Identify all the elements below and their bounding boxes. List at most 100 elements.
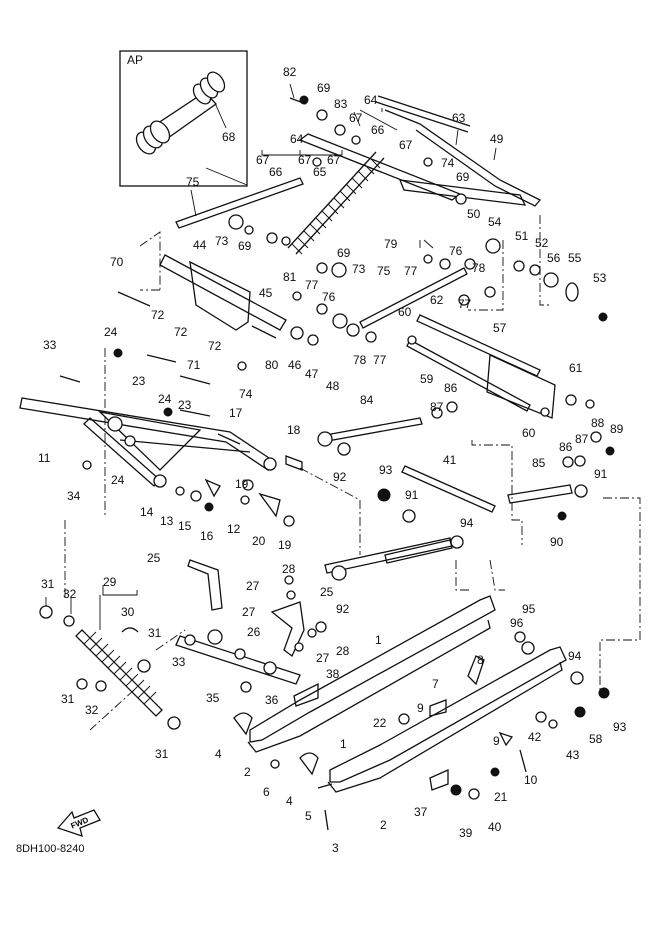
callout-30: 30	[121, 605, 135, 619]
callout-60b: 60	[522, 426, 536, 440]
callout-91a: 91	[405, 488, 419, 502]
callout-74b: 74	[239, 387, 253, 401]
callout-87b: 87	[575, 432, 589, 446]
callout-74a: 74	[441, 156, 455, 170]
callout-86b: 86	[559, 440, 573, 454]
callout-77a: 77	[404, 264, 418, 278]
callout-10: 10	[524, 773, 538, 787]
callout-1b: 1	[340, 737, 347, 751]
callout-94b: 94	[568, 649, 582, 663]
callout-37: 37	[414, 805, 428, 819]
callout-24a: 24	[104, 325, 118, 339]
callout-2b: 2	[380, 818, 387, 832]
callout-71: 71	[187, 358, 201, 372]
callout-69d: 69	[337, 246, 351, 260]
callout-24b: 24	[158, 392, 172, 406]
callout-9a: 9	[417, 701, 424, 715]
callout-43: 43	[566, 748, 580, 762]
callout-89: 89	[610, 422, 624, 436]
callout-22: 22	[373, 716, 387, 730]
callout-41: 41	[443, 453, 457, 467]
callout-46: 46	[288, 358, 302, 372]
callout-84: 84	[360, 393, 374, 407]
callout-90: 90	[550, 535, 564, 549]
callout-77c: 77	[458, 297, 472, 311]
callout-9b: 9	[493, 734, 500, 748]
callout-79: 79	[384, 237, 398, 251]
callout-40: 40	[488, 820, 502, 834]
callout-24c: 24	[111, 473, 125, 487]
callout-50: 50	[467, 207, 481, 221]
callout-76a: 76	[449, 244, 463, 258]
callout-57: 57	[493, 321, 507, 335]
callout-26: 26	[247, 625, 261, 639]
callout-16: 16	[200, 529, 214, 543]
callout-61: 61	[569, 361, 583, 375]
callout-52: 52	[535, 236, 549, 250]
callout-31a: 31	[41, 577, 55, 591]
diagram-code: 8DH100-8240	[16, 843, 85, 855]
callout-67b: 67	[399, 138, 413, 152]
callout-78a: 78	[472, 261, 486, 275]
callout-39: 39	[459, 826, 473, 840]
callout-29: 29	[103, 575, 117, 589]
callout-64b: 64	[290, 132, 304, 146]
callout-20: 20	[252, 534, 266, 548]
callout-70: 70	[110, 255, 124, 269]
callout-4a: 4	[215, 747, 222, 761]
inset-ap: AP 68	[119, 50, 248, 187]
callout-80: 80	[265, 358, 279, 372]
callout-44: 44	[193, 238, 207, 252]
leader-lines	[45, 83, 497, 630]
callout-31c: 31	[61, 692, 75, 706]
callout-77b: 77	[305, 278, 319, 292]
slide-rails	[233, 595, 610, 831]
callout-36: 36	[265, 693, 279, 707]
callout-64a: 64	[364, 93, 378, 107]
callout-15: 15	[178, 519, 192, 533]
callout-27c: 27	[316, 651, 330, 665]
callout-18: 18	[287, 423, 301, 437]
callout-75a: 75	[186, 175, 200, 189]
callout-6: 6	[263, 785, 270, 799]
callout-5: 5	[305, 809, 312, 823]
callout-67c: 67	[256, 153, 270, 167]
lower-mid-parts	[175, 399, 615, 693]
callout-92a: 92	[333, 470, 347, 484]
callout-3: 3	[332, 841, 339, 855]
callout-75b: 75	[377, 264, 391, 278]
boundary-lines	[64, 215, 641, 731]
callout-95: 95	[522, 602, 536, 616]
callout-19a: 19	[235, 477, 249, 491]
callout-2a: 2	[244, 765, 251, 779]
callout-65: 65	[313, 165, 327, 179]
callout-23a: 23	[132, 374, 146, 388]
fwd-arrow: FWD	[56, 809, 101, 837]
callout-82: 82	[283, 65, 297, 79]
callout-28b: 28	[336, 644, 350, 658]
callout-73a: 73	[215, 234, 229, 248]
callout-48: 48	[326, 379, 340, 393]
callout-47: 47	[305, 367, 319, 381]
callout-45: 45	[259, 286, 273, 300]
callout-28a: 28	[282, 562, 296, 576]
callout-32b: 32	[85, 703, 99, 717]
callout-73b: 73	[352, 262, 366, 276]
callout-4b: 4	[286, 794, 293, 808]
callout-49: 49	[490, 132, 504, 146]
callout-17: 17	[229, 406, 243, 420]
callout-69a: 69	[317, 81, 331, 95]
callout-67d: 67	[298, 153, 312, 167]
callout-42: 42	[528, 730, 542, 744]
callout-35: 35	[206, 691, 220, 705]
callout-38: 38	[326, 667, 340, 681]
front-arm-assembly	[19, 348, 303, 527]
callout-13: 13	[160, 514, 174, 528]
callout-93a: 93	[379, 463, 393, 477]
callout-7: 7	[432, 677, 439, 691]
callout-25a: 25	[147, 551, 161, 565]
callout-67a: 67	[349, 111, 363, 125]
callout-91b: 91	[594, 467, 608, 481]
